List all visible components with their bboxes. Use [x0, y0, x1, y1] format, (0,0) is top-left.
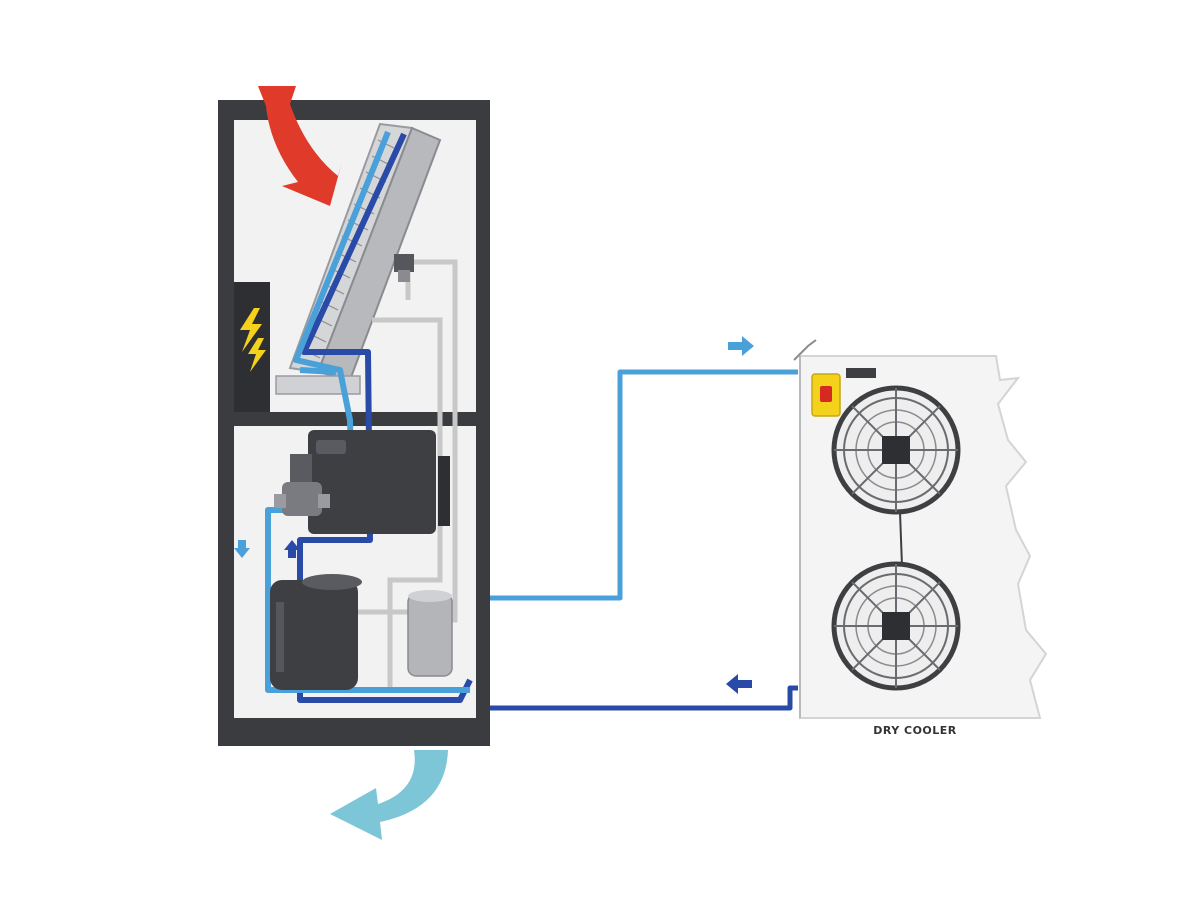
- expansion-valve: [394, 254, 414, 282]
- flow-arrow-down-icon: [234, 540, 250, 558]
- lightning-icon: [248, 338, 266, 372]
- dry-cooler: [793, 339, 1048, 719]
- electrical-panel: [234, 282, 270, 412]
- cool-air-outlet-arrow: [330, 750, 448, 840]
- compressor: [270, 574, 362, 690]
- water-condenser: [407, 590, 453, 677]
- flow-arrow-up-icon: [284, 540, 300, 558]
- pipe-dark-blue-internal: [297, 132, 473, 703]
- plate-heat-exchanger: [308, 430, 450, 534]
- label-plate: [846, 368, 876, 378]
- return-pipe: [490, 685, 798, 711]
- three-way-valve: [274, 454, 330, 516]
- supply-pipe: [490, 369, 798, 601]
- fan-motor-icon: [882, 436, 910, 464]
- indoor-unit: [218, 100, 490, 746]
- dry-cooler-label: DRY COOLER: [873, 724, 957, 737]
- fan-top: [831, 385, 961, 515]
- switch-red-knob-icon: [820, 386, 832, 402]
- drain-pan: [275, 375, 361, 395]
- lightning-icon: [240, 308, 262, 352]
- fan-cable: [899, 511, 903, 567]
- flow-arrow-left-icon: [726, 674, 752, 694]
- flow-arrow-right-icon: [728, 336, 754, 356]
- warm-air-inlet-arrow: [258, 86, 342, 206]
- fan-motor-icon: [882, 612, 910, 640]
- isolator-switch: [811, 368, 876, 417]
- fan-bottom: [831, 561, 961, 691]
- cabinet-divider: [228, 412, 482, 426]
